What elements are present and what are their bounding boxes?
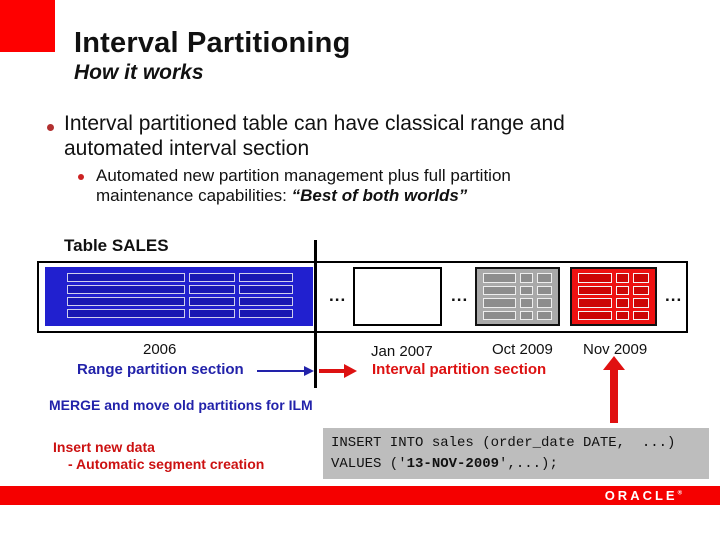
oct-partition-box	[475, 267, 560, 326]
table-row-cell	[633, 273, 649, 283]
table-row-cell	[536, 285, 552, 295]
bullet-main-text: Interval partitioned table can have clas…	[64, 112, 565, 160]
table-row-cell	[189, 285, 236, 294]
table-row-cell	[578, 298, 613, 308]
ellipsis-1: ...	[329, 286, 347, 305]
registered-mark: ®	[677, 490, 682, 497]
range-partition-box	[45, 267, 313, 326]
table-row-cell	[67, 297, 186, 306]
table-row-cell	[578, 285, 613, 295]
sql-code-box: INSERT INTO sales (order_date DATE, ...)…	[323, 428, 709, 479]
table-row-cell	[189, 273, 236, 282]
table-row-cell	[536, 310, 552, 320]
table-rows-pattern	[578, 273, 649, 320]
brand-corner-square	[0, 0, 55, 52]
table-row-cell	[239, 285, 293, 294]
table-row-cell	[520, 310, 533, 320]
sql-line2-suffix: ',...);	[499, 456, 558, 472]
range-arrow-head-icon	[304, 366, 314, 376]
sql-line2-date: 13-NOV-2009	[406, 456, 500, 472]
label-jan-2007: Jan 2007	[371, 343, 433, 360]
table-row-cell	[67, 285, 186, 294]
table-row-cell	[483, 285, 517, 295]
bullet-icon	[47, 124, 54, 131]
sql-line1: INSERT INTO sales (order_date DATE, ...)	[331, 435, 676, 451]
insert-up-arrow-head-icon	[603, 356, 625, 370]
table-row-cell	[536, 298, 552, 308]
sub-bullet-emphasis: “Best of both worlds”	[291, 185, 468, 205]
label-oct-2009: Oct 2009	[492, 341, 553, 358]
table-row-cell	[578, 310, 613, 320]
table-row-cell	[189, 309, 236, 318]
range-section-label: Range partition section	[77, 361, 244, 378]
slide-subtitle: How it works	[74, 61, 204, 84]
interval-arrow-head-icon	[344, 364, 357, 378]
oracle-logo: ORACLE®	[604, 488, 682, 503]
table-rows-pattern	[67, 273, 293, 318]
table-row-cell	[67, 273, 186, 282]
insert-up-arrow-shaft	[610, 369, 618, 423]
empty-partition-box	[353, 267, 442, 326]
table-row-cell	[633, 285, 649, 295]
table-row-cell	[483, 298, 517, 308]
table-row-cell	[239, 273, 293, 282]
table-row-cell	[616, 273, 630, 283]
label-nov-2009: Nov 2009	[583, 341, 648, 358]
table-sales-label: Table SALES	[64, 236, 169, 255]
table-row-cell	[633, 298, 649, 308]
table-row-cell	[616, 310, 630, 320]
table-row-cell	[483, 273, 517, 283]
table-row-cell	[67, 309, 186, 318]
table-row-cell	[616, 285, 630, 295]
table-rows-pattern	[483, 273, 552, 320]
table-row-cell	[483, 310, 517, 320]
sub-bullet-prefix: Automated new partition management plus …	[96, 166, 511, 205]
sub-bullet-icon	[78, 174, 84, 180]
table-row-cell	[239, 297, 293, 306]
label-2006: 2006	[143, 341, 177, 358]
table-row-cell	[633, 310, 649, 320]
sub-bullet-text: Automated new partition management plus …	[96, 166, 571, 205]
interval-section-label: Interval partition section	[372, 361, 547, 378]
ellipsis-3: ...	[665, 286, 683, 305]
oracle-footer-bar: ORACLE®	[0, 486, 720, 505]
interval-arrow-shaft	[319, 369, 346, 373]
range-arrow-shaft	[257, 370, 306, 372]
ellipsis-2: ...	[451, 286, 469, 305]
range-interval-divider-line	[314, 240, 317, 388]
merge-note: MERGE and move old partitions for ILM	[49, 397, 313, 413]
slide-title: Interval Partitioning	[74, 27, 351, 59]
table-row-cell	[536, 273, 552, 283]
table-row-cell	[578, 273, 613, 283]
table-row-cell	[616, 298, 630, 308]
insert-note-line1: Insert new data	[53, 439, 155, 455]
table-row-cell	[239, 309, 293, 318]
nov-partition-box	[570, 267, 657, 326]
table-row-cell	[520, 298, 533, 308]
insert-note-line2: - Automatic segment creation	[68, 456, 265, 472]
table-row-cell	[520, 285, 533, 295]
table-row-cell	[189, 297, 236, 306]
sql-line2-prefix: VALUES ('	[331, 456, 407, 472]
table-row-cell	[520, 273, 533, 283]
